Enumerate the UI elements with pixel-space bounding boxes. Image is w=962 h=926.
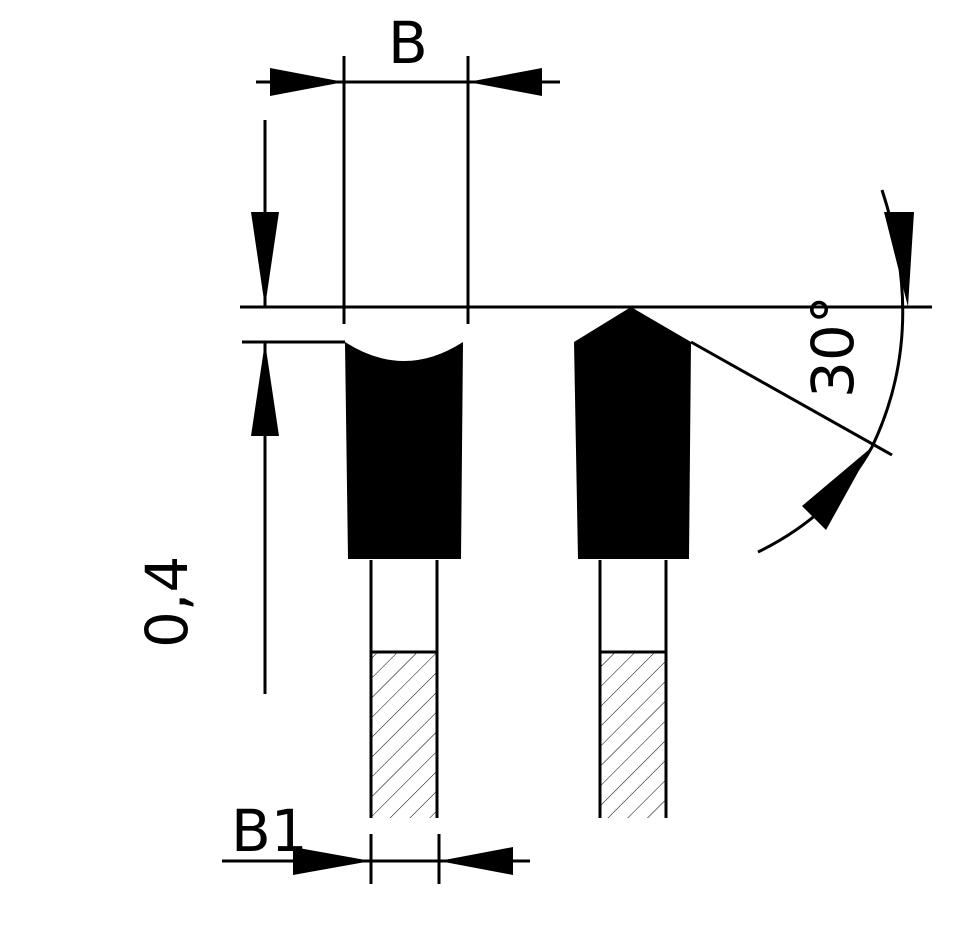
b-arrow-left	[270, 68, 344, 96]
height-arrow-bottom	[251, 342, 279, 436]
right-body-section	[600, 652, 666, 818]
b-arrow-right	[468, 68, 542, 96]
angle-arrow-top	[884, 212, 914, 307]
height-arrow-top	[251, 212, 279, 307]
angle-arrow-bottom	[802, 447, 872, 530]
bevel-line	[690, 340, 893, 457]
height-label: 0,4	[133, 556, 201, 648]
left-body-section	[371, 652, 437, 818]
right-tooth	[574, 307, 691, 559]
b1-arrow-right	[439, 847, 513, 875]
b1-arrow-left	[293, 847, 371, 875]
b-label: B	[388, 9, 428, 77]
left-tooth	[345, 342, 463, 559]
b1-label: B1	[231, 797, 308, 865]
angle-label: 30°	[799, 295, 867, 398]
